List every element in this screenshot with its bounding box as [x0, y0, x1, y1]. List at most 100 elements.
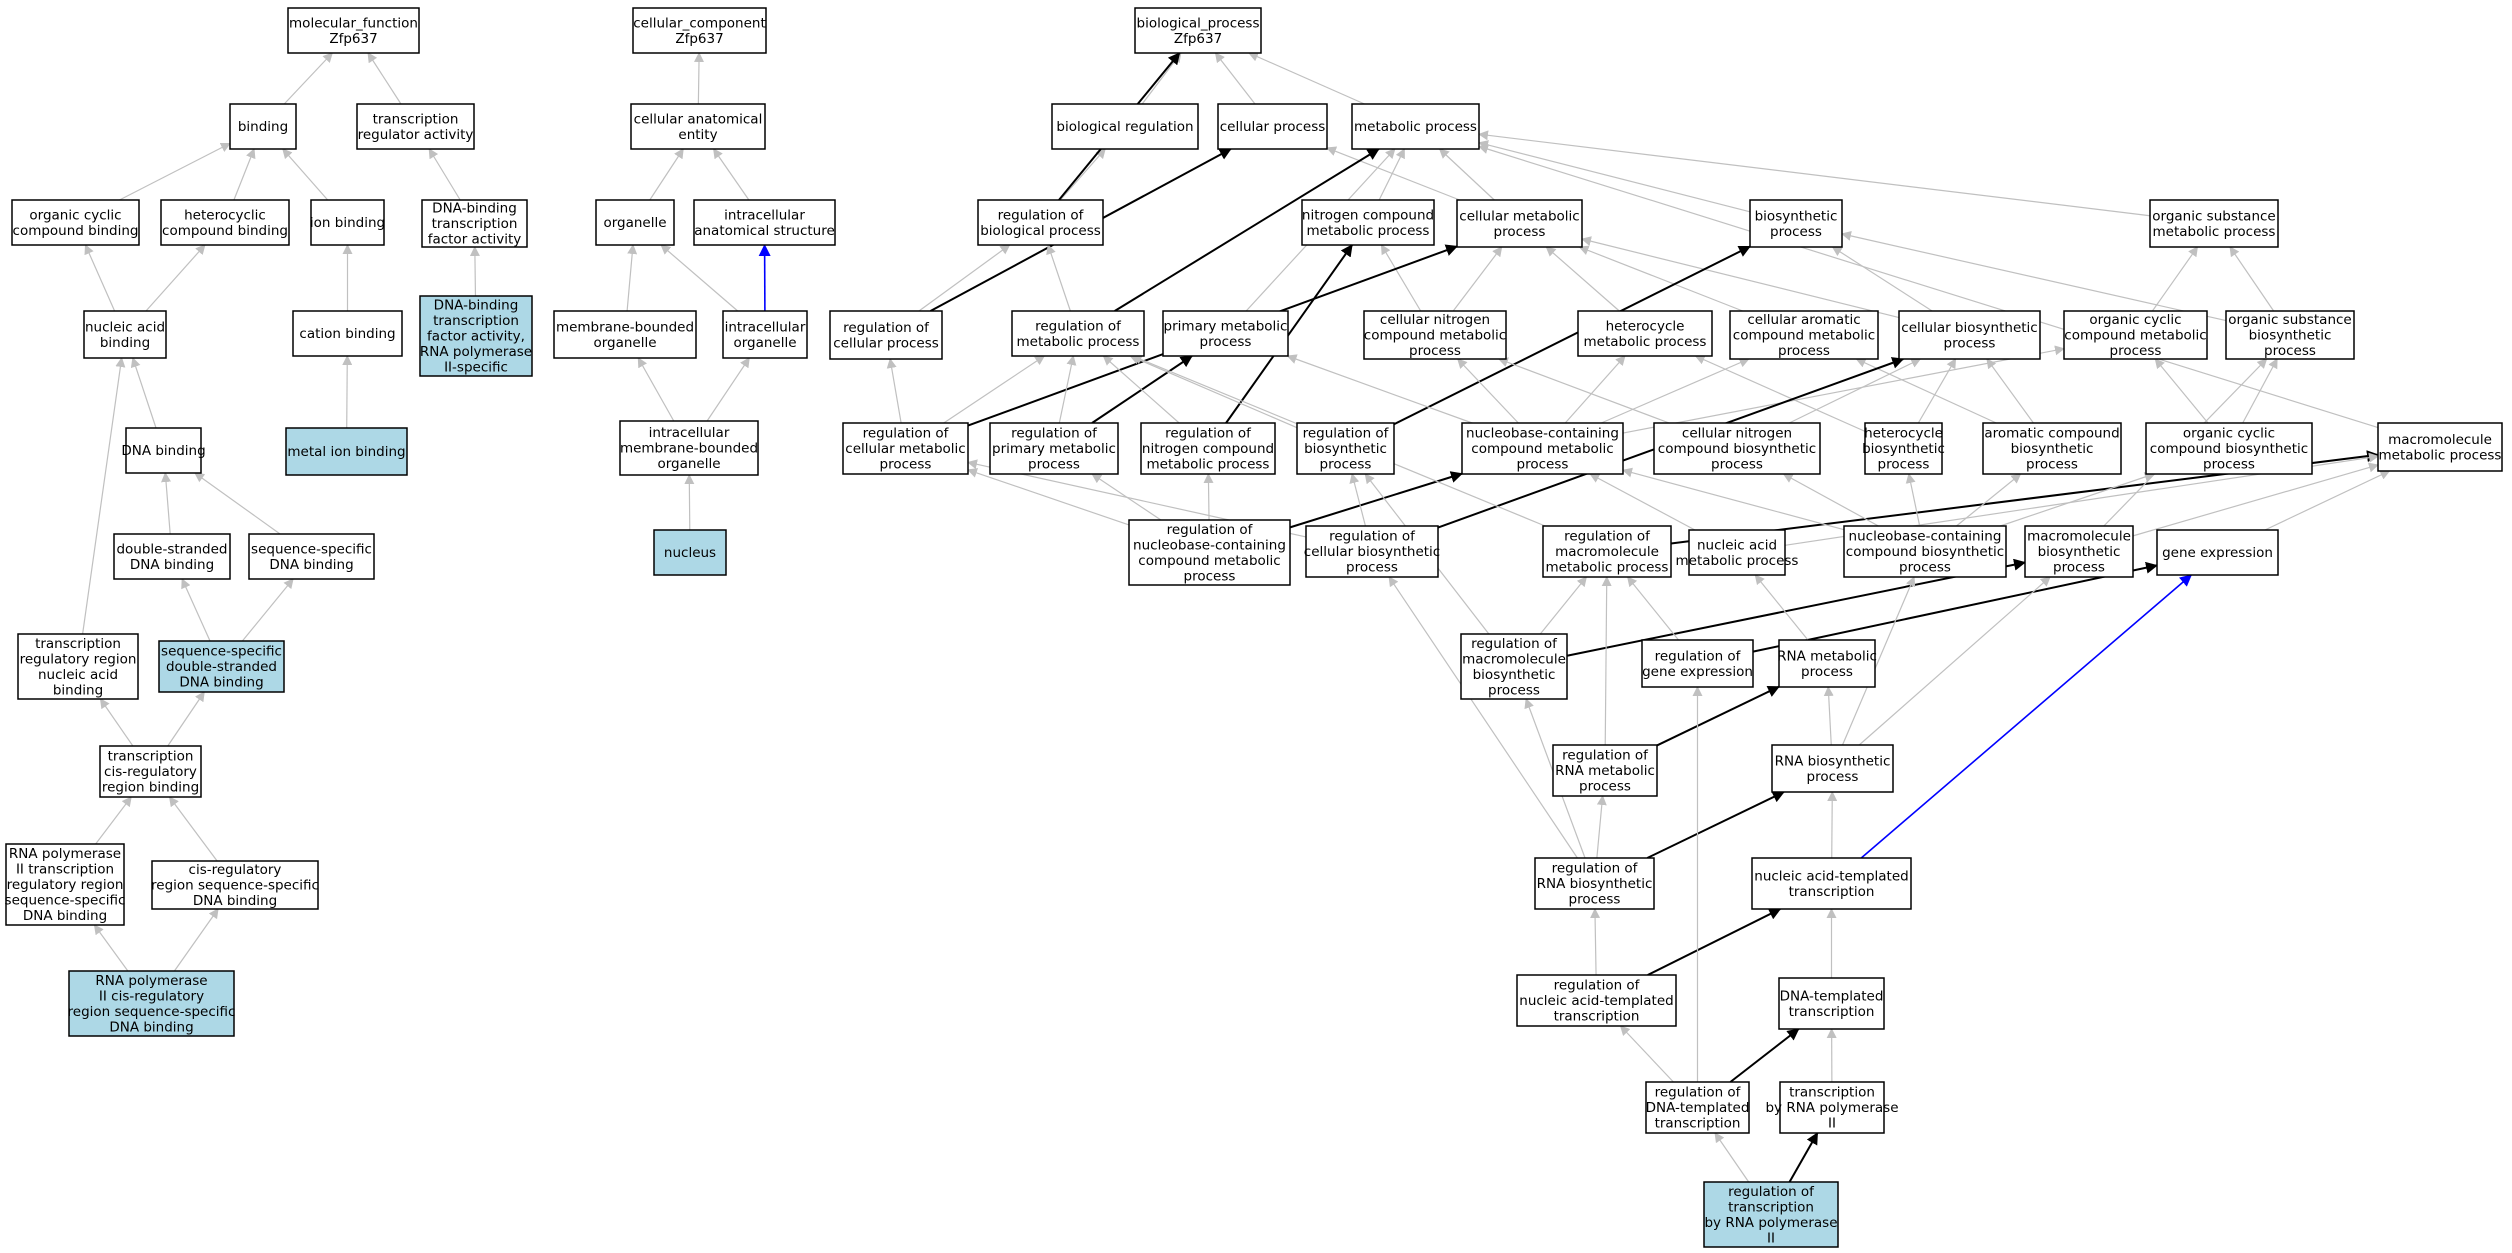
edge-rmp-to-rbp — [1046, 244, 1071, 312]
node-dnab[interactable]: DNA binding — [121, 427, 206, 474]
node-label-line: nucleic acid — [38, 667, 118, 683]
node-mp[interactable]: metabolic process — [1351, 103, 1480, 150]
node-box — [1140, 422, 1276, 475]
node-label-line: compound binding — [162, 223, 288, 239]
node-rnbcmp[interactable]: regulation ofnucleobase-containingcompou… — [1128, 519, 1291, 586]
node-catb[interactable]: cation binding — [292, 310, 403, 357]
node-label-line: regulation of — [1303, 426, 1390, 442]
edge-rncmp-to-rmp — [1102, 355, 1180, 424]
node-label-line: intracellular — [725, 319, 806, 335]
node-label-line: transcription — [373, 111, 459, 127]
edge-rpmp-to-rmp — [1058, 355, 1077, 424]
edge-cmp-to-cp — [1326, 146, 1460, 201]
node-box — [2377, 422, 2503, 472]
edge-rnatt-to-natt — [1647, 908, 1782, 976]
node-label-line: binding — [53, 682, 103, 698]
node-org[interactable]: organelle — [595, 199, 675, 246]
node-ge[interactable]: gene expression — [2156, 529, 2279, 576]
node-cp[interactable]: cellular process — [1217, 103, 1328, 150]
node-rmbp[interactable]: regulation ofmacromoleculebiosyntheticpr… — [1460, 633, 1568, 700]
node-breg[interactable]: biological regulation — [1051, 103, 1199, 150]
node-binding[interactable]: binding — [229, 103, 297, 150]
edge-nbcmp-to-cacmp — [1601, 357, 1750, 424]
node-nuc[interactable]: nucleus — [653, 529, 727, 576]
node-label-line: sequence-specific — [5, 893, 126, 909]
node-metb[interactable]: metal ion binding — [285, 427, 408, 476]
node-label-line: biological_process — [1137, 15, 1260, 31]
node-ionb[interactable]: ion binding — [310, 199, 385, 246]
node-box — [1011, 310, 1145, 357]
node-label-line: Zfp637 — [1174, 31, 1222, 47]
node-box — [68, 970, 235, 1037]
edge-cncmp-to-cmp — [1452, 246, 1503, 312]
node-label-line: process — [1899, 560, 1951, 576]
node-label-line: process — [2026, 457, 2078, 473]
node-box — [1729, 310, 1879, 360]
edge-breg-to-bp — [1141, 52, 1182, 105]
